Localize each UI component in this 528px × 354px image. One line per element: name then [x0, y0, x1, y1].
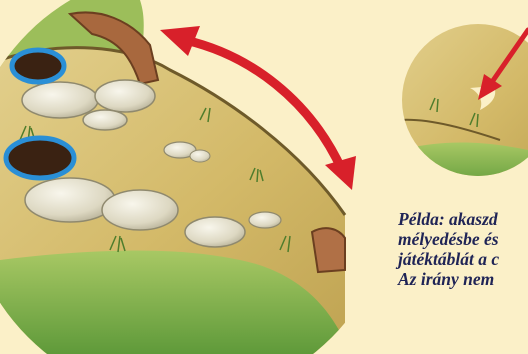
caption-line-4: Az irány nem [398, 269, 499, 289]
caption-line-3: játéktáblát a c [398, 249, 499, 269]
caption-line-1: Példa: akaszd [398, 209, 499, 229]
example-caption: Példa: akaszd mélyedésbe és játéktáblát … [398, 209, 499, 289]
caption-line-2: mélyedésbe és [398, 229, 499, 249]
peg-hole-lower [6, 138, 74, 178]
peg-hole-upper [12, 50, 64, 82]
board-piece-small [400, 20, 528, 190]
